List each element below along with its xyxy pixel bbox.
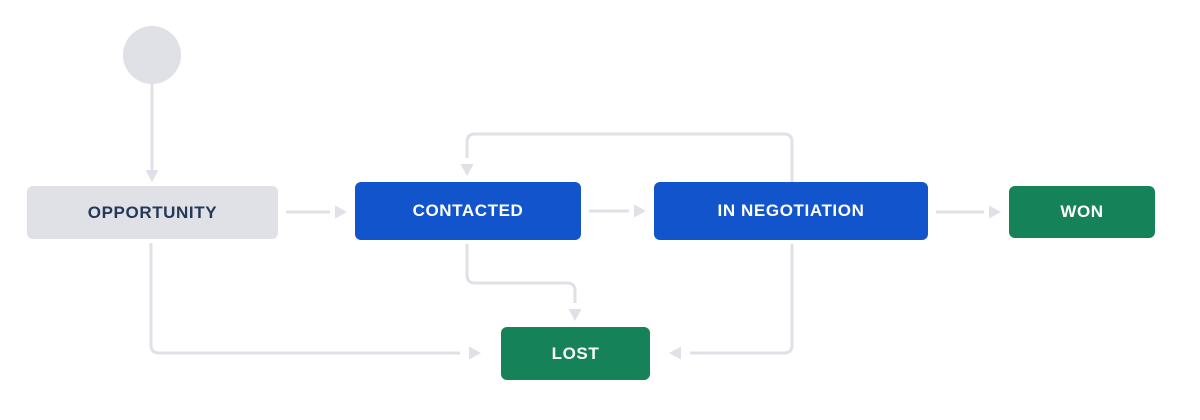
lost-label: LOST [551, 343, 600, 363]
edge-negotiation-back-to-contacted [460, 132, 794, 182]
edge-contacted-to-lost-line [465, 244, 577, 303]
contacted[interactable]: CONTACTED [355, 182, 581, 240]
edge-negotiation-back-to-contacted-arrowhead-icon [460, 164, 474, 176]
edge-contacted-to-lost-arrowhead-icon [568, 309, 582, 321]
won[interactable]: WON [1009, 186, 1155, 238]
in-negotiation[interactable]: IN NEGOTIATION [654, 182, 928, 240]
opportunity-label: OPPORTUNITY [87, 202, 218, 222]
edge-contacted-to-negotiation [589, 204, 646, 218]
edge-negotiation-to-won [936, 205, 1001, 219]
edge-negotiation-to-lost-line [690, 244, 794, 355]
edge-start-to-opportunity [145, 84, 159, 182]
lost[interactable]: LOST [501, 327, 650, 380]
edge-opportunity-to-lost-arrowhead-icon [469, 346, 481, 360]
won-label: WON [1060, 202, 1104, 221]
edge-start-to-opportunity-arrowhead-icon [145, 170, 159, 182]
edge-contacted-to-lost [465, 244, 582, 321]
edge-contacted-to-negotiation-arrowhead-icon [634, 204, 646, 218]
start-node[interactable] [123, 26, 181, 84]
edge-opportunity-to-contacted-arrowhead-icon [335, 205, 347, 219]
edge-negotiation-to-lost-arrowhead-icon [669, 346, 681, 360]
contacted-label: CONTACTED [412, 201, 524, 220]
edge-negotiation-to-lost [669, 244, 794, 360]
edge-negotiation-to-won-arrowhead-icon [989, 205, 1001, 219]
edge-negotiation-back-to-contacted-line [465, 132, 794, 182]
opportunity[interactable]: OPPORTUNITY [27, 186, 278, 239]
edge-opportunity-to-contacted [286, 205, 347, 219]
edge-opportunity-to-lost [149, 243, 481, 360]
edge-opportunity-to-lost-line [149, 243, 460, 355]
in-negotiation-label: IN NEGOTIATION [717, 201, 865, 220]
